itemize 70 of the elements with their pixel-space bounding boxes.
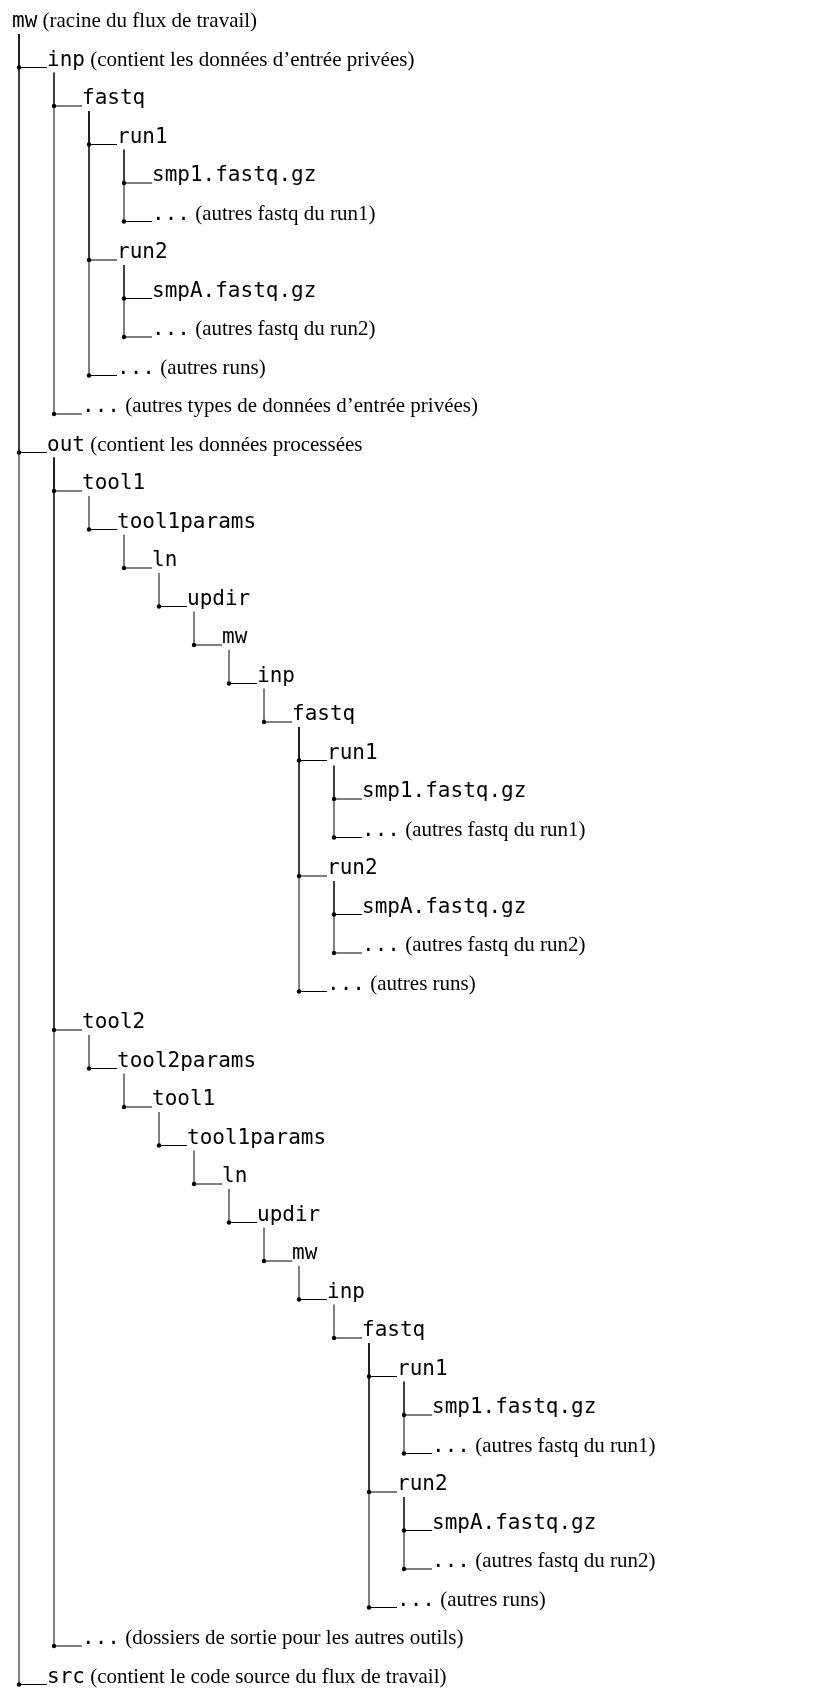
tree-entry-label: ... (autres runs) [397, 1584, 546, 1613]
tree-entry-label: inp [327, 1276, 365, 1305]
tree-connector [403, 1496, 433, 1570]
tree-entry-label: mw [222, 622, 248, 650]
tree-entry-label: fastq [292, 699, 356, 727]
tree-connector [88, 495, 118, 530]
tree-connector [53, 457, 83, 1647]
tree-entry-label: tool1 [82, 468, 146, 496]
tree-entry-label: ... (autres fastq du run1) [362, 814, 586, 843]
tree-entry-label: ln [222, 1161, 248, 1189]
tree-entry-label: ... (autres types de données d’entrée privées) [82, 391, 478, 419]
tree-connector [333, 765, 363, 838]
tree-entry-label: smp1.fastq.gz [362, 776, 527, 804]
tree-connector [228, 649, 258, 684]
tree-connector [193, 1150, 223, 1185]
tree-connector [368, 1342, 398, 1608]
tree-connector [263, 1227, 293, 1262]
tree-connector [333, 1304, 363, 1339]
tree-entry-label: ... (autres runs) [117, 352, 266, 381]
tree-connector [228, 1188, 258, 1223]
tree-connector [158, 1111, 188, 1146]
tree-entry-label: run2 [117, 237, 168, 265]
tree-entry-label: updir [187, 583, 251, 612]
tree-entry-label: run1 [327, 737, 378, 766]
tree-entry-label: smpA.fastq.gz [152, 275, 317, 304]
tree-connector [193, 611, 223, 646]
tree-connector [158, 572, 188, 607]
tree-entry-label: run1 [397, 1353, 448, 1382]
tree-entry-label: ... (autres fastq du run2) [152, 314, 376, 342]
tree-connector [298, 1265, 328, 1300]
tree-entry-label: smp1.fastq.gz [432, 1392, 597, 1420]
tree-entry-label: tool1 [152, 1084, 216, 1112]
tree-entry-label: inp (contient les données d’entrée privées) [47, 44, 415, 73]
tree-connector [123, 264, 153, 338]
tree-entry-label: smp1.fastq.gz [152, 160, 317, 188]
tree-entry-label: mw (racine du flux de travail) [12, 6, 258, 34]
tree-connector [123, 1073, 153, 1108]
tree-entry-label: out (contient les données processées [47, 429, 363, 458]
tree-connector [18, 33, 48, 1685]
tree-entry-label: ... (dossiers de sortie pour les autres outils) [82, 1623, 464, 1651]
tree-entry-label: updir [257, 1199, 321, 1228]
tree-entry-label: tool2 [82, 1007, 146, 1035]
tree-connector [298, 726, 328, 992]
tree-entry-label: tool1params [187, 1122, 327, 1151]
tree-entry-label: ... (autres fastq du run2) [432, 1546, 656, 1574]
tree-entry-label: ... (autres fastq du run2) [362, 930, 586, 958]
tree-entry-label: fastq [362, 1315, 426, 1343]
tree-connector [263, 688, 293, 723]
tree-entry-label: tool1params [117, 506, 257, 535]
tree-connector [88, 1034, 118, 1069]
tree-entry-label: tool2params [117, 1045, 257, 1074]
tree-entry-label: inp [257, 660, 295, 689]
tree-connector [403, 1381, 433, 1454]
tree-entry-label: smpA.fastq.gz [432, 1507, 597, 1536]
tree-connector [53, 72, 83, 415]
tree-entry-label: ... (autres runs) [327, 968, 476, 997]
tree-connector [123, 534, 153, 569]
tree-entry-label: run1 [117, 121, 168, 150]
tree-entry-label: smpA.fastq.gz [362, 891, 527, 920]
tree-entry-label: src (contient le code source du flux de travail) [47, 1661, 447, 1690]
tree-connector [333, 880, 363, 954]
tree-entry-label: ln [152, 545, 178, 573]
tree-connector [88, 110, 118, 376]
tree-entry-label: run2 [327, 853, 378, 881]
tree-entry-label: mw [292, 1238, 318, 1266]
tree-connector [123, 149, 153, 222]
tree-entry-label: fastq [82, 83, 146, 111]
tree-entry-label: ... (autres fastq du run1) [432, 1430, 656, 1459]
tree-entry-label: run2 [397, 1469, 448, 1497]
tree-entry-label: ... (autres fastq du run1) [152, 198, 376, 227]
